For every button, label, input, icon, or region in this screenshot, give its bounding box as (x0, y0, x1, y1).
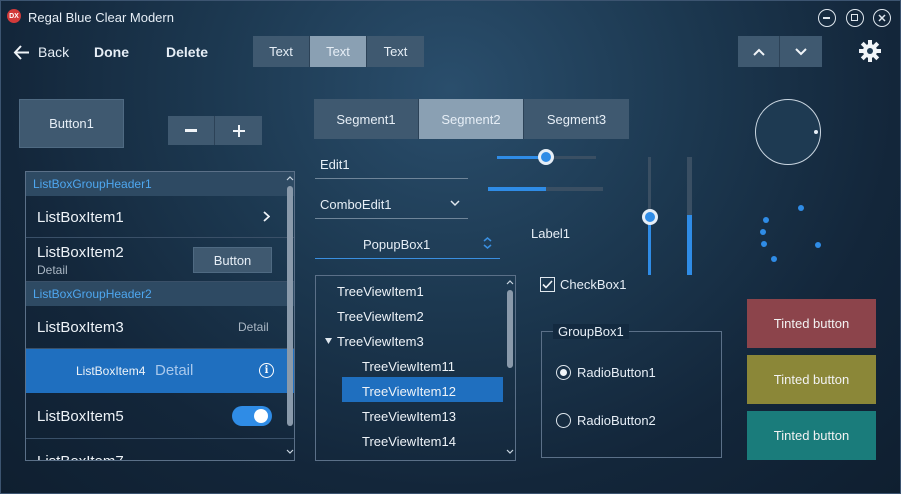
combo-chevron-down-icon (450, 200, 460, 207)
combo-value: ComboEdit1 (320, 197, 392, 212)
delete-button[interactable]: Delete (166, 44, 209, 60)
popup-box[interactable]: PopupBox1 (315, 231, 500, 259)
close-icon (878, 14, 886, 22)
back-label: Back (38, 44, 70, 60)
checkbox-label: CheckBox1 (560, 277, 627, 292)
popup-value: PopupBox1 (363, 237, 431, 252)
scroll-thumb[interactable] (287, 186, 293, 426)
list-item-4[interactable]: ListBoxItem4 Detail i (26, 349, 294, 393)
chevron-up-icon (752, 48, 765, 56)
done-button[interactable]: Done (94, 44, 129, 60)
tinted-button-olive[interactable]: Tinted button (747, 355, 876, 404)
list-item-detail: Detail (155, 362, 194, 379)
listbox-group-header-1: ListBoxGroupHeader1 (26, 172, 294, 196)
updown-chevron-icon (483, 237, 492, 249)
tree-item-12[interactable]: TreeViewItem12 (362, 384, 456, 399)
slider-vertical-1[interactable] (642, 157, 658, 275)
app-logo-icon: DX (7, 9, 21, 23)
slider-thumb[interactable] (538, 149, 554, 165)
triangle-icon[interactable] (325, 338, 332, 344)
scroll-thumb[interactable] (507, 290, 513, 368)
edit1-value: Edit1 (320, 157, 350, 172)
info-icon[interactable]: i (259, 363, 274, 378)
toolbar-seg-1[interactable]: Text (253, 36, 310, 67)
chevron-right-icon (263, 211, 270, 222)
decrement-button[interactable] (168, 116, 215, 145)
up-button[interactable] (738, 36, 780, 67)
tree-item-14[interactable]: TreeViewItem14 (362, 434, 456, 449)
groupbox-title: GroupBox1 (553, 324, 629, 339)
increment-button[interactable] (215, 116, 262, 145)
close-button[interactable] (873, 9, 891, 27)
tree-item-13[interactable]: TreeViewItem13 (362, 409, 456, 424)
radio-empty-icon (556, 413, 571, 428)
slider-thumb[interactable] (642, 209, 658, 225)
minus-icon (185, 129, 197, 132)
list-item-2[interactable]: ListBoxItem2 Detail Button (26, 238, 294, 282)
dial-knob[interactable] (755, 99, 821, 165)
tinted-button-teal[interactable]: Tinted button (747, 411, 876, 460)
label1: Label1 (531, 226, 571, 241)
maximize-icon (851, 14, 858, 21)
arrow-left-icon (13, 44, 29, 60)
list-item-detail: Detail (37, 263, 68, 277)
tinted-button-red[interactable]: Tinted button (747, 299, 876, 348)
tree-item-12-highlight (342, 377, 503, 402)
segment-2[interactable]: Segment2 (419, 99, 524, 139)
listbox-group-header-2: ListBoxGroupHeader2 (26, 282, 294, 306)
list-item-1[interactable]: ListBoxItem1 (26, 196, 294, 238)
tree-item-3[interactable]: TreeViewItem3 (337, 334, 424, 349)
stepper (168, 116, 262, 145)
listbox-scrollbar[interactable] (285, 172, 294, 460)
back-button[interactable]: Back (13, 41, 69, 63)
list-item-3[interactable]: ListBoxItem3 Detail (26, 306, 294, 349)
button1[interactable]: Button1 (19, 99, 124, 148)
dial-indicator (814, 130, 818, 134)
gear-icon (859, 40, 881, 62)
radio-selected-icon (556, 365, 571, 380)
segment-3[interactable]: Segment3 (524, 99, 629, 139)
scroll-down-icon (506, 449, 514, 454)
chevron-down-icon (795, 47, 807, 55)
loading-indicator (756, 201, 826, 271)
list-item-detail: Detail (238, 320, 269, 334)
scroll-up-icon (506, 280, 514, 285)
treeview: TreeViewItem1 TreeViewItem2 TreeViewItem… (315, 275, 516, 461)
plus-icon (232, 124, 245, 137)
maximize-button[interactable] (846, 9, 864, 27)
slider-vertical-2[interactable] (687, 157, 692, 275)
edit1-field[interactable]: Edit1 (315, 151, 468, 179)
toolbar-seg-3[interactable]: Text (367, 36, 424, 67)
toolbar-seg-2[interactable]: Text (310, 36, 367, 67)
list-item-5[interactable]: ListBoxItem5 (26, 393, 294, 439)
radio-button-2[interactable]: RadioButton2 (556, 413, 656, 428)
toggle-switch[interactable] (232, 406, 272, 426)
updown-buttons (738, 36, 822, 67)
segment-1[interactable]: Segment1 (314, 99, 419, 139)
groupbox1: GroupBox1 RadioButton1 RadioButton2 (541, 324, 722, 458)
segmented-control: Segment1 Segment2 Segment3 (314, 99, 629, 139)
checkbox1[interactable]: CheckBox1 (540, 277, 626, 292)
minimize-icon (823, 17, 830, 19)
tree-item-2[interactable]: TreeViewItem2 (337, 309, 424, 324)
tree-item-11[interactable]: TreeViewItem11 (362, 359, 455, 374)
toolbar-segmented: Text Text Text (253, 36, 424, 67)
slider-horizontal-1[interactable] (497, 149, 596, 165)
down-button[interactable] (780, 36, 822, 67)
scroll-down-icon (286, 449, 294, 454)
list-item-7[interactable]: ListBoxItem7 (26, 439, 294, 460)
listbox: ListBoxGroupHeader1 ListBoxItem1 ListBox… (25, 171, 295, 461)
treeview-scrollbar[interactable] (505, 276, 515, 460)
list-item-button[interactable]: Button (193, 247, 272, 273)
tree-item-1[interactable]: TreeViewItem1 (337, 284, 424, 299)
minimize-button[interactable] (818, 9, 836, 27)
combo-edit[interactable]: ComboEdit1 (315, 191, 468, 219)
progress-bar (488, 187, 603, 191)
window-title: Regal Blue Clear Modern (28, 10, 174, 25)
settings-button[interactable] (859, 40, 881, 67)
check-icon (540, 277, 555, 292)
scroll-up-icon (286, 176, 294, 181)
radio-button-1[interactable]: RadioButton1 (556, 365, 656, 380)
